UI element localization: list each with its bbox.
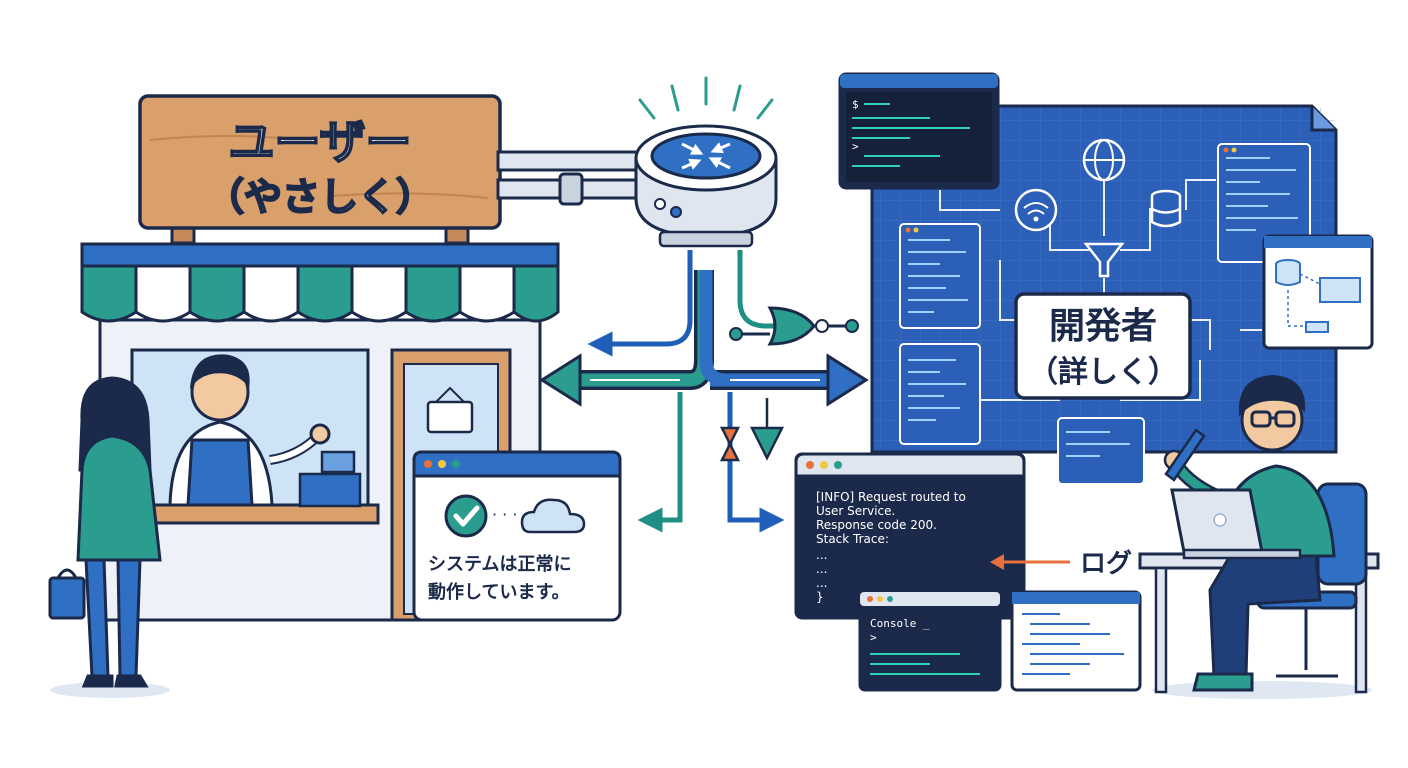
status-message-line1: システムは正常に bbox=[428, 553, 571, 575]
log-line-3: Response code 200. bbox=[816, 518, 937, 532]
database-icon bbox=[1150, 189, 1182, 228]
developer-figure bbox=[1138, 374, 1380, 699]
terminal-prompt-2: > bbox=[852, 140, 859, 153]
user-sign-subtitle: （やさしく） bbox=[206, 175, 434, 219]
developer-sign-subtitle: （詳しく） bbox=[1028, 355, 1178, 390]
routing-flows bbox=[539, 250, 869, 533]
sign-pipe bbox=[496, 150, 640, 206]
log-label-text: ログ bbox=[1080, 549, 1132, 579]
console-prompt: > bbox=[870, 631, 877, 644]
cash-register bbox=[298, 450, 362, 508]
code-editor-window bbox=[1010, 590, 1142, 692]
glasses-icon bbox=[1250, 410, 1296, 428]
log-line-8: } bbox=[816, 590, 824, 604]
filter-icon bbox=[749, 426, 785, 461]
terminal-prompt-1: $ bbox=[852, 98, 859, 111]
user-sign: ユーザー （やさしく） bbox=[138, 94, 502, 245]
status-message-line2: 動作しています。 bbox=[428, 581, 570, 603]
valve-icon bbox=[719, 426, 741, 462]
svg-text:· · ·: · · · bbox=[492, 505, 517, 524]
log-line-1: [INFO] Request routed to bbox=[816, 490, 966, 504]
door-sign bbox=[426, 400, 474, 434]
developer-sign-title: 開発者 bbox=[1049, 306, 1157, 347]
developer-sign: 開発者 （詳しく） bbox=[1014, 292, 1192, 400]
log-window: [INFO] Request routed to User Service. R… bbox=[794, 452, 1026, 620]
route-arrows-icon bbox=[681, 142, 731, 170]
log-line-4: Stack Trace: bbox=[816, 532, 889, 546]
check-circle-icon bbox=[444, 494, 488, 538]
logic-gate-icon bbox=[767, 306, 816, 346]
funnel-icon bbox=[1083, 242, 1125, 278]
log-line-7: ... bbox=[816, 576, 827, 590]
shopkeeper-figure bbox=[168, 354, 331, 507]
router-device bbox=[634, 76, 778, 248]
user-sign-title: ユーザー bbox=[228, 115, 411, 169]
log-line-6: ... bbox=[816, 562, 827, 576]
user-status-window: · · · システムは正常に 動作しています。 bbox=[412, 450, 622, 622]
top-terminal-window: $ > bbox=[838, 72, 1000, 190]
router-top bbox=[650, 132, 762, 180]
stylus-icon bbox=[1164, 428, 1206, 482]
customer-figure bbox=[48, 376, 162, 688]
signal-icon bbox=[638, 76, 774, 120]
console-window: Console _ > bbox=[858, 590, 1002, 692]
shop-awning bbox=[80, 264, 560, 323]
console-title: Console _ bbox=[870, 617, 930, 630]
shop-roof bbox=[80, 242, 560, 268]
schema-window bbox=[1262, 234, 1374, 350]
log-line-5: ... bbox=[816, 548, 827, 562]
log-label: ログ bbox=[990, 549, 1132, 579]
cloud-icon bbox=[520, 498, 586, 534]
log-line-2: User Service. bbox=[816, 504, 895, 518]
